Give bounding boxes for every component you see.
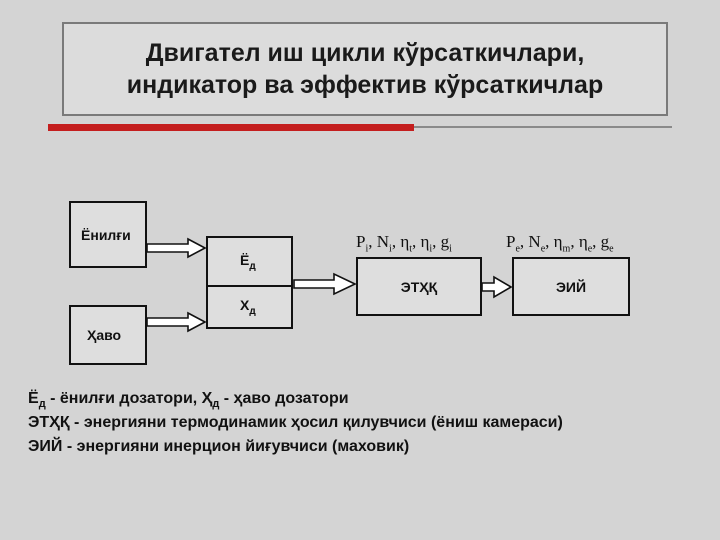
legend-line-2: ЭТҲҚ - энергияни термодинамик ҳосил қилу… — [28, 414, 563, 431]
effective-param-3: ηe — [578, 232, 593, 255]
arrow-etq-to-eiy — [481, 275, 513, 299]
fuel-doser-box: Ёд — [206, 236, 293, 287]
eiy-box: ЭИЙ — [512, 257, 630, 316]
indicator-parameters: Pi, Ni, ηt, ηi, gi — [356, 232, 452, 255]
effective-param-0: Pe — [506, 232, 520, 255]
title-line-1: Двигател иш цикли кўрсаткичлари, — [145, 39, 585, 67]
title-underline-accent — [48, 124, 414, 131]
indicator-param-1: Ni — [376, 232, 392, 255]
effective-parameters: Pe, Ne, ηm, ηe, ge — [506, 232, 614, 255]
arrow-air-to-doser — [146, 311, 207, 333]
indicator-param-0: Pi — [356, 232, 369, 255]
air-doser-box: Хд — [206, 285, 293, 329]
indicator-param-4: gi — [440, 232, 452, 255]
effective-param-4: ge — [600, 232, 614, 255]
title-underline-rule — [414, 126, 672, 128]
arrow-doser-to-etq — [293, 272, 357, 296]
eiy-box-label: ЭИЙ — [555, 278, 587, 295]
fuel-box-label: Ёнилғи — [81, 226, 131, 243]
effective-param-2: ηm — [553, 232, 571, 255]
air-box-label: Ҳаво — [87, 327, 122, 343]
title-line-2: индикатор ва эффектив кўрсаткичлар — [126, 71, 604, 99]
legend-line-1: Ёд - ёнилғи дозатори, Ҳд - ҳаво дозатори — [28, 390, 349, 411]
legend-line-3: ЭИЙ - энергияни инерцион йиғувчиси (махо… — [28, 438, 410, 455]
indicator-param-3: ηi — [420, 232, 433, 255]
effective-param-1: Ne — [528, 232, 546, 255]
title-box: Двигател иш цикли кўрсаткичлари, индикат… — [62, 22, 668, 116]
air-doser-label: Хд — [240, 297, 256, 317]
fuel-box: Ёнилғи — [69, 201, 147, 268]
fuel-doser-label: Ёд — [240, 251, 256, 272]
arrow-fuel-to-doser — [146, 237, 207, 259]
etq-box-label: ЭТҲҚ — [400, 278, 438, 295]
indicator-param-2: ηt — [400, 232, 412, 255]
air-box: Ҳаво — [69, 305, 147, 365]
etq-box: ЭТҲҚ — [356, 257, 482, 316]
